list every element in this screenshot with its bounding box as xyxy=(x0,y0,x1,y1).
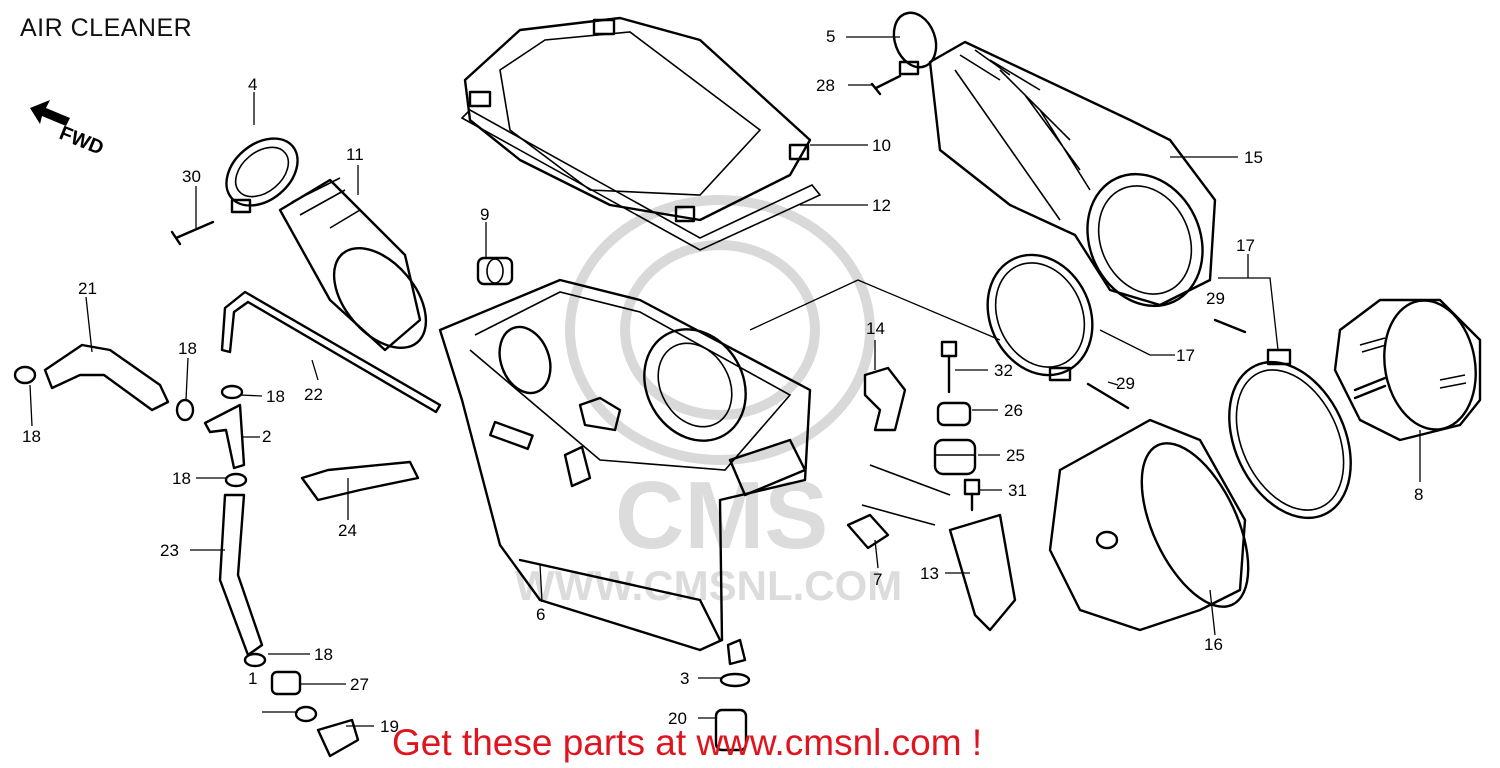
callout-26: 26 xyxy=(1004,401,1023,420)
element-16-part xyxy=(1048,418,1250,632)
cover-part xyxy=(463,16,812,223)
callout-1: 1 xyxy=(248,669,257,688)
callout-23: 23 xyxy=(160,541,179,560)
leader-lines xyxy=(29,36,1421,727)
callout-15: 15 xyxy=(1244,148,1263,167)
callout-20: 20 xyxy=(668,709,687,728)
callout-5: 5 xyxy=(826,27,835,46)
bracket-13-part xyxy=(948,513,1017,632)
callout-28: 28 xyxy=(816,76,835,95)
clip-18-parts xyxy=(13,365,318,723)
callout-7: 7 xyxy=(873,570,882,589)
callout-31: 31 xyxy=(1008,481,1027,500)
callout-8: 8 xyxy=(1414,485,1423,504)
callout-16: 16 xyxy=(1204,635,1223,654)
callout-29-a: 29 xyxy=(1206,289,1225,308)
clamp-3-part xyxy=(719,672,751,688)
hose-21-part xyxy=(43,343,170,412)
clip-7-part xyxy=(846,513,890,550)
screw-28-part xyxy=(870,74,902,96)
page-title: AIR CLEANER xyxy=(20,14,193,42)
grommet-25-part xyxy=(933,438,977,476)
joint-2-part xyxy=(203,403,246,470)
callout-6: 6 xyxy=(536,605,545,624)
callout-24: 24 xyxy=(338,521,357,540)
callout-13: 13 xyxy=(920,564,939,583)
callout-12: 12 xyxy=(872,196,891,215)
callout-18-d: 18 xyxy=(172,469,191,488)
callout-27: 27 xyxy=(350,675,369,694)
element-8-part xyxy=(1333,298,1482,442)
watermark-url-text: WWW.CMSNL.COM xyxy=(515,562,902,609)
bolt-31-part xyxy=(963,478,981,512)
callout-32: 32 xyxy=(994,361,1013,380)
callout-17-b: 17 xyxy=(1176,346,1195,365)
screw-29-part xyxy=(1086,318,1247,410)
callout-30: 30 xyxy=(182,167,201,186)
callout-25: 25 xyxy=(1006,446,1025,465)
callout-19: 19 xyxy=(380,717,399,736)
case-part xyxy=(438,278,812,666)
callouts: 1 2 3 4 5 6 7 8 9 10 11 12 13 14 15 16 1… xyxy=(22,27,1423,736)
cap-19-part xyxy=(316,718,360,758)
callout-18-a: 18 xyxy=(178,339,197,358)
clamp-24-part xyxy=(300,460,420,502)
fwd-label: FWD xyxy=(56,122,106,159)
callout-14: 14 xyxy=(866,319,885,338)
callout-29-b: 29 xyxy=(1116,374,1135,393)
screw-30-part xyxy=(170,220,215,246)
callout-9: 9 xyxy=(480,205,489,224)
promo-link[interactable]: Get these parts at www.cmsnl.com ! xyxy=(392,722,983,763)
bracket-14-part xyxy=(863,366,907,432)
cap-27-part xyxy=(270,670,302,696)
gasket-part xyxy=(460,109,822,251)
drain-20-part xyxy=(714,708,748,752)
hose-23-part xyxy=(218,493,264,657)
watermark-logo: CMS WWW.CMSNL.COM xyxy=(515,195,902,609)
callout-22: 22 xyxy=(304,385,323,404)
callout-17-a: 17 xyxy=(1236,236,1255,255)
band-part xyxy=(225,137,299,214)
callout-21: 21 xyxy=(78,279,97,298)
callout-3: 3 xyxy=(680,669,689,688)
tube-part xyxy=(278,177,428,352)
callout-11: 11 xyxy=(346,145,364,164)
tube-22-part xyxy=(220,290,442,414)
band-5-part xyxy=(892,11,938,76)
bolt-32-part xyxy=(940,340,958,394)
collar-26-part xyxy=(936,401,972,427)
grommet-9-part xyxy=(476,256,514,286)
callout-2: 2 xyxy=(262,427,271,446)
band-17-part xyxy=(986,253,1352,520)
callout-18-e: 18 xyxy=(314,645,333,664)
fwd-arrow-icon: FWD xyxy=(30,100,107,160)
duct-part xyxy=(928,40,1217,308)
callout-10: 10 xyxy=(872,136,891,155)
callout-18-b: 18 xyxy=(266,387,285,406)
callout-4: 4 xyxy=(248,75,257,94)
callout-18-c: 18 xyxy=(22,427,41,446)
